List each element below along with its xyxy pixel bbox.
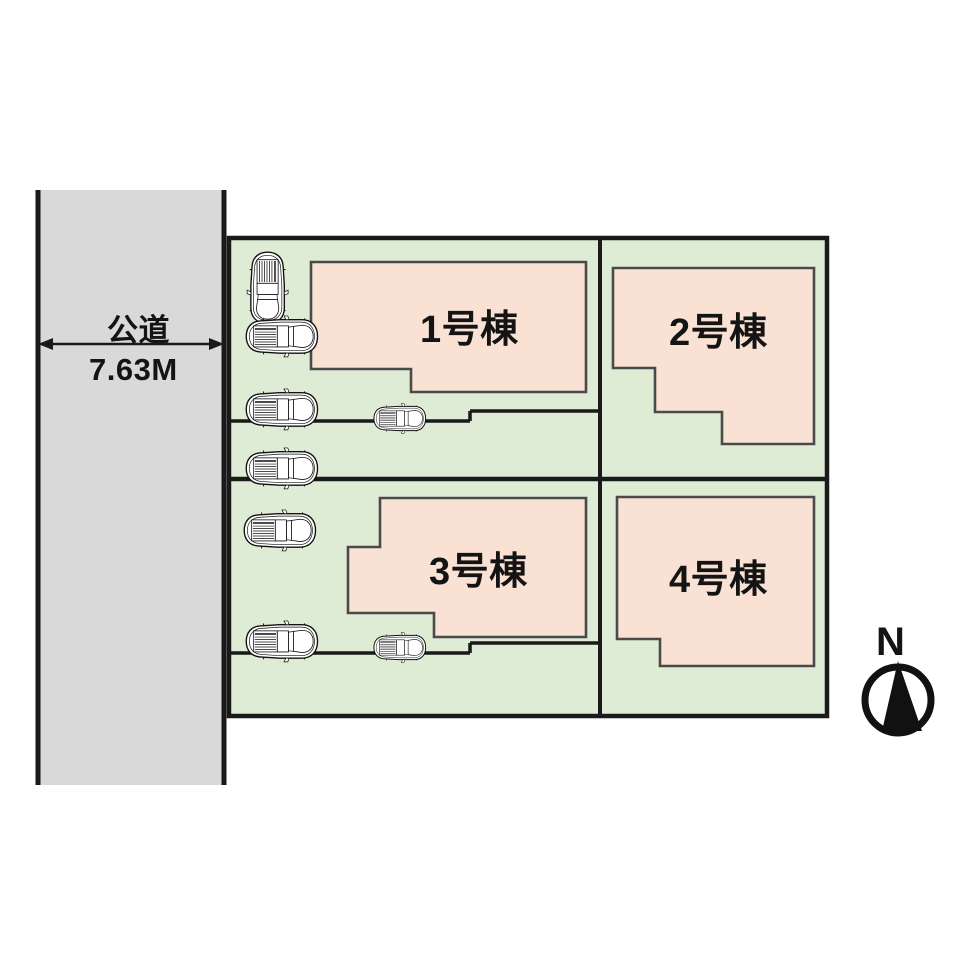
building-3-footprint [346,496,588,639]
parking-car [246,251,289,325]
parking-car [373,632,427,663]
parking-car [245,388,319,431]
compass-rose [861,661,935,737]
building-3-label: 3号棟 [429,551,528,593]
road-name-label: 公道 [107,313,170,348]
parking-car [245,315,319,358]
parking-car [245,447,319,490]
compass-north-label: N [876,620,906,664]
building-4-label: 4号棟 [669,559,768,601]
building-2-label: 2号棟 [669,312,768,354]
building-4-footprint [615,495,816,668]
parking-car [243,509,317,552]
public-road-area [35,190,227,785]
parking-car [373,403,427,434]
building-2-footprint [611,266,816,446]
building-1-label: 1号棟 [420,309,519,351]
parking-car [245,620,319,663]
road-width-dimension [38,338,224,350]
building-1-footprint [309,260,588,394]
road-width-label: 7.63M [89,352,178,387]
